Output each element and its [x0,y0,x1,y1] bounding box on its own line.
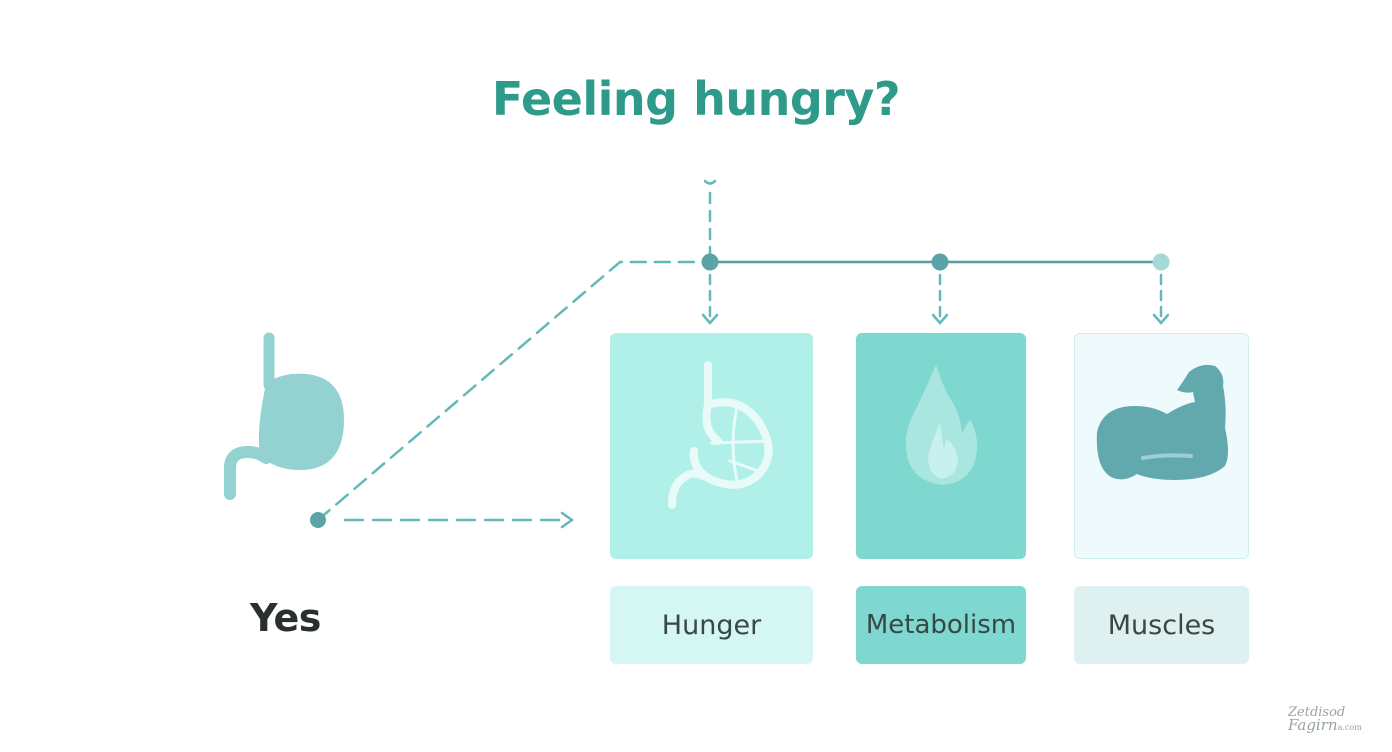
label-metabolism: Metabolism [856,586,1026,664]
watermark-line2: Fagirn [1288,716,1338,734]
start-node [310,512,326,528]
node-metabolism [931,253,949,271]
card-muscles[interactable] [1074,333,1249,559]
yes-label: Yes [250,596,321,640]
yes-branch-dashed-line [316,260,700,522]
flame-icon [905,365,978,485]
drop-hunger-head [701,313,719,325]
watermark-suffix: a.com [1337,723,1362,732]
watermark: Zetdisod Fagirna.com [1288,705,1372,737]
card-metabolism[interactable] [856,333,1026,559]
yes-arrow-head [560,511,575,529]
drop-metabolism-head [931,313,949,325]
node-muscles [1152,253,1170,271]
card-hunger[interactable] [610,333,813,559]
flexed-arm-icon [1096,364,1228,480]
stomach-outline-icon [668,361,773,509]
node-hunger [701,253,719,271]
diagram-title: Feeling hungry? [491,72,901,126]
label-hunger: Hunger [610,586,813,664]
drop-muscles-head [1152,313,1170,325]
watermark-line1: Zetdisod [1288,705,1346,720]
entry-stub [703,179,717,185]
label-muscles: Muscles [1074,586,1249,664]
stomach-icon [224,332,344,500]
